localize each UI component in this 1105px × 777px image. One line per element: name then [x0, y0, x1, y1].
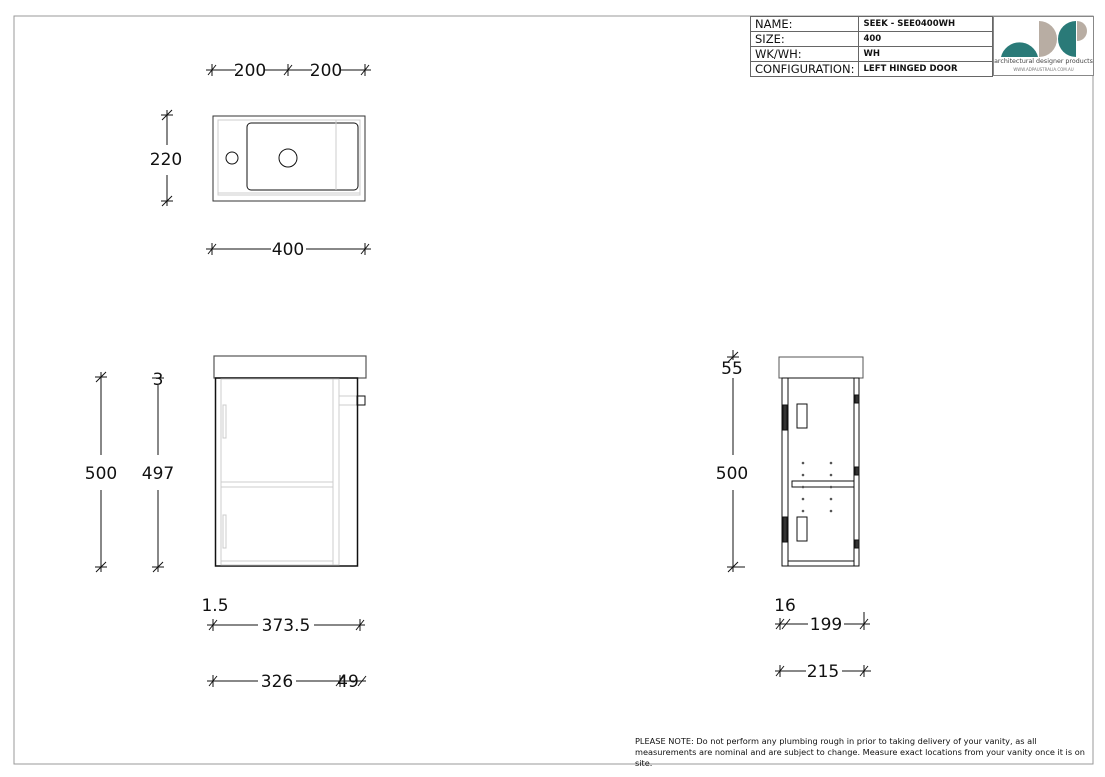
title-value-name: SEEK - SEE0400WH: [858, 16, 994, 32]
title-label-configuration: CONFIGURATION:: [749, 61, 860, 77]
side-dim-offset: 16: [774, 596, 796, 616]
title-block: NAME:SEEK - SEE0400WH SIZE:400 WK/WH:WH …: [749, 16, 994, 77]
plan-dimensions: [161, 64, 371, 255]
front-dimensions: [95, 371, 367, 687]
front-view: [213, 355, 367, 567]
title-value-configuration: LEFT HINGED DOOR: [858, 61, 994, 77]
side-dim-depth: 215: [807, 662, 839, 682]
side-dim-body-depth: 199: [810, 615, 842, 635]
plan-dim-right: 200: [310, 61, 342, 81]
front-dim-tap: 49: [337, 672, 359, 692]
plan-view: [212, 115, 366, 202]
front-dim-body-height: 497: [142, 464, 174, 484]
logo-tagline: architectural designer products: [994, 58, 1093, 65]
front-dim-total-height: 500: [85, 464, 117, 484]
plan-dim-left: 200: [234, 61, 266, 81]
side-view: [778, 356, 864, 567]
front-dim-offset: 1.5: [201, 596, 228, 616]
title-label-name: NAME:: [749, 16, 860, 32]
plan-dim-depth: 220: [150, 150, 182, 170]
logo-website: WWW.ADPAUSTRALIA.COM.AU: [1013, 67, 1074, 72]
adp-logo-mark: [1001, 21, 1087, 57]
front-dim-body-width: 326: [261, 672, 293, 692]
front-dim-gap: 3: [153, 370, 164, 390]
side-dimensions: [727, 350, 871, 677]
side-dim-top: 55: [721, 359, 743, 379]
plumbing-note: PLEASE NOTE: Do not perform any plumbing…: [635, 736, 1085, 768]
front-dim-width: 373.5: [262, 616, 311, 636]
title-label-wkwh: WK/WH:: [749, 46, 860, 62]
title-value-size: 400: [858, 31, 994, 47]
sheet-border: [13, 15, 1094, 765]
side-dim-height: 500: [716, 464, 748, 484]
title-label-size: SIZE:: [749, 31, 860, 47]
plan-dim-width: 400: [272, 240, 304, 260]
adp-logo: architectural designer products WWW.ADPA…: [993, 16, 1094, 76]
title-value-wkwh: WH: [858, 46, 994, 62]
